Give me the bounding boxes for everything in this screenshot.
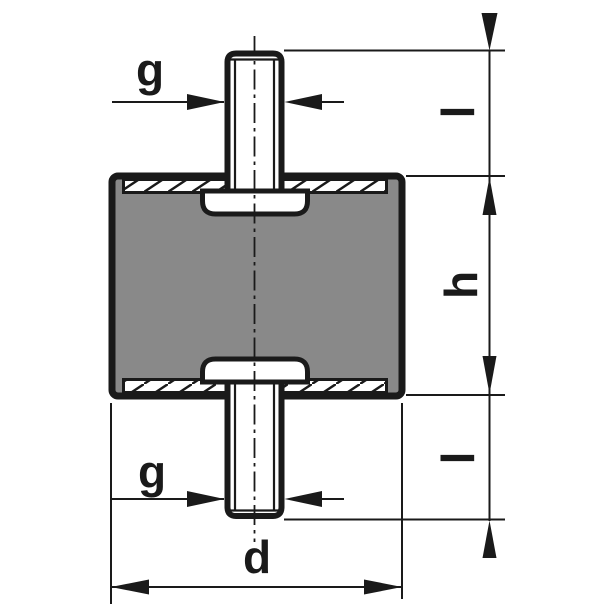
dim-h-arrow-top	[482, 177, 497, 215]
dim-h-label: h	[435, 271, 487, 299]
dim-g-top-label: g	[136, 44, 164, 96]
dim-g-bottom: g	[112, 446, 344, 507]
dim-g-bottom-arrow-left	[187, 491, 225, 507]
part-views	[108, 36, 406, 542]
dim-d-label: d	[243, 531, 271, 583]
dim-g-top-arrow-left	[187, 94, 225, 110]
dim-g-top: g	[112, 44, 344, 110]
dim-l-bottom-arrow-outer	[482, 520, 497, 558]
bottom-recess-pocket	[200, 356, 310, 385]
dim-right-chain: l h l	[284, 13, 505, 558]
top-recess-pocket	[200, 188, 310, 217]
dim-l-top-label: l	[432, 106, 484, 119]
dimensions: g g l h l	[110, 13, 505, 604]
dim-d-arrow-right	[364, 579, 402, 595]
dim-h-arrow-bottom	[482, 356, 497, 394]
dim-d: d	[110, 403, 403, 604]
dim-l-bottom-label: l	[432, 452, 484, 465]
dim-l-top-arrow-outer	[481, 13, 498, 51]
dim-g-top-arrow-right	[284, 94, 322, 110]
dim-g-bottom-arrow-right	[284, 491, 322, 507]
dim-d-arrow-left	[111, 579, 149, 595]
dim-g-bottom-label: g	[138, 446, 166, 498]
